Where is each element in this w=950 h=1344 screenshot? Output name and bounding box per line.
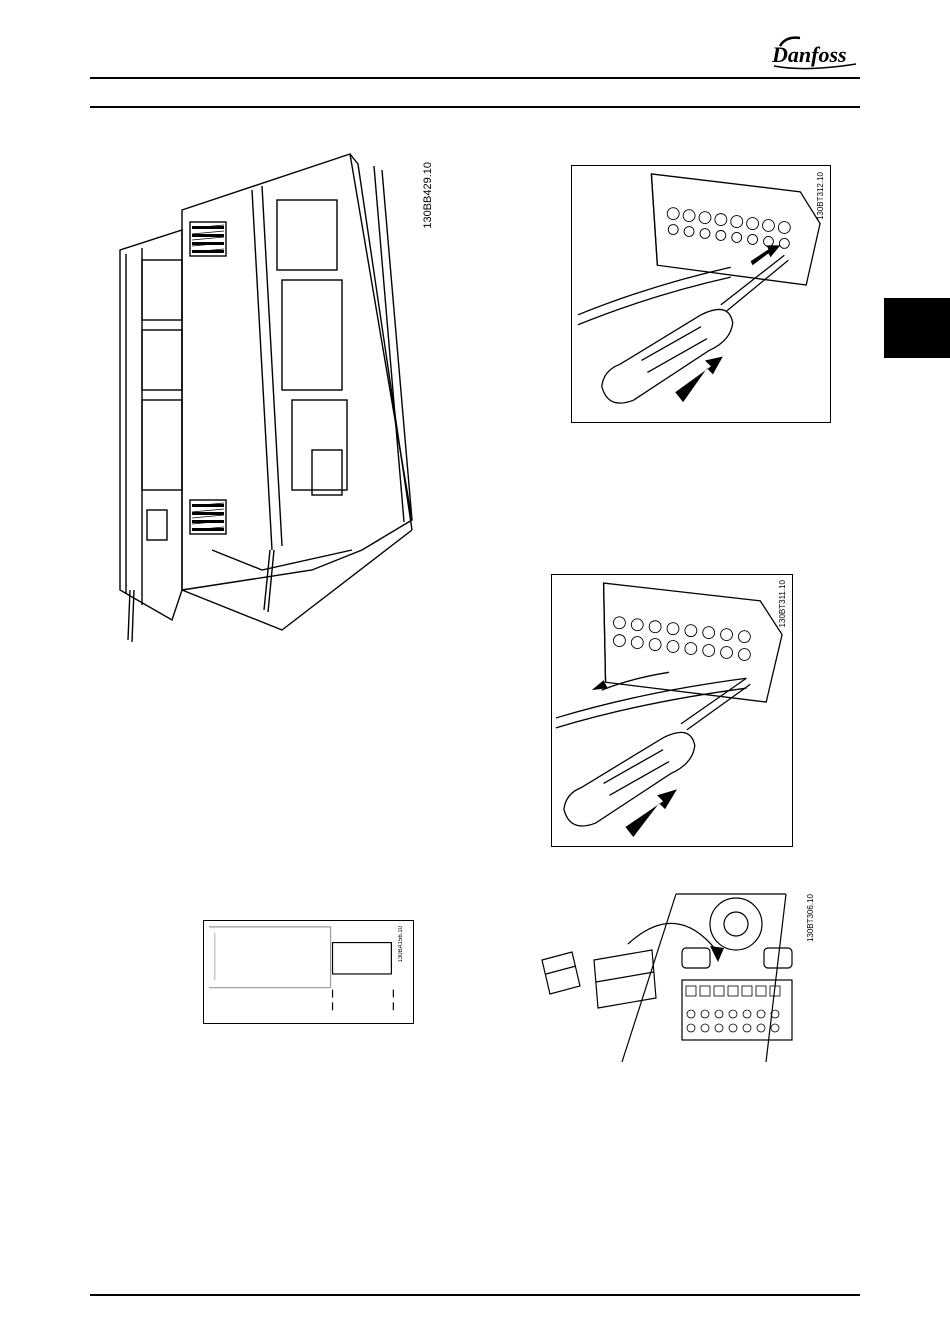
connector-fit-illustration <box>536 890 816 1066</box>
dimension-diagram-figure-code: 130BA156.10 <box>398 926 404 962</box>
header-top-rule <box>90 77 860 79</box>
remove-wire-figure-code: 130BT311.10 <box>778 580 787 627</box>
chapter-side-tab <box>884 298 950 358</box>
enclosure-illustration <box>112 150 422 650</box>
remove-wire-illustration <box>551 574 793 847</box>
insert-wire-figure-code: 130BT312.10 <box>816 172 825 220</box>
insert-wire-illustration <box>571 165 831 423</box>
svg-text:Danfoss: Danfoss <box>771 42 847 67</box>
footer-rule <box>90 1294 860 1296</box>
enclosure-figure-code: 130BB429.10 <box>422 162 434 229</box>
danfoss-logo: Danfoss <box>766 30 864 74</box>
dimension-diagram <box>203 920 414 1024</box>
header-bottom-rule <box>90 106 860 108</box>
connector-fit-figure-code: 130BT306.10 <box>806 894 815 942</box>
